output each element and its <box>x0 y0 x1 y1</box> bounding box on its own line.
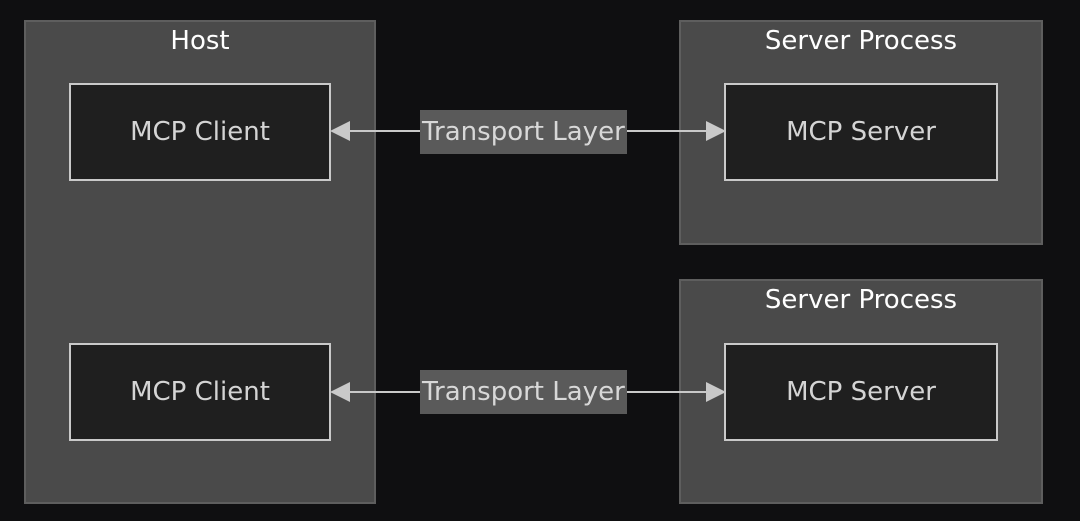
mcp-client-node-2: MCP Client <box>69 343 331 441</box>
edge-label-1: Transport Layer <box>420 110 627 154</box>
mcp-server-node-1: MCP Server <box>724 83 998 181</box>
mcp-server-node-2: MCP Server <box>724 343 998 441</box>
mcp-client-node-1: MCP Client <box>69 83 331 181</box>
edge-label-2: Transport Layer <box>420 370 627 414</box>
server-process-title-2: Server Process <box>764 285 958 315</box>
server-process-title-1: Server Process <box>764 26 958 56</box>
host-title: Host <box>170 26 230 56</box>
